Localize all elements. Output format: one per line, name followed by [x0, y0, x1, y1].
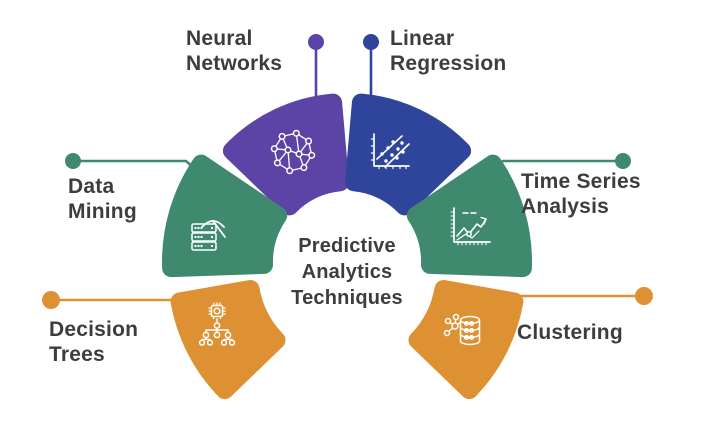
- cluster-database-icon: [443, 313, 481, 346]
- connector-linear-regression: [363, 34, 379, 102]
- label-linear-regression: Linear Regression: [390, 27, 507, 75]
- trend-chart-icon: [450, 207, 491, 246]
- connector-time-series: [486, 153, 631, 176]
- label-time-series-analysis: Time Series Analysis: [521, 170, 641, 218]
- connector-dot: [42, 291, 60, 309]
- label-clustering: Clustering: [517, 321, 623, 344]
- label-neural-networks: Neural Networks: [186, 27, 283, 75]
- pickaxe-database-icon: [191, 220, 226, 251]
- connector-dot: [308, 34, 324, 50]
- connector-dot: [65, 153, 81, 169]
- scatter-plot-icon: [370, 133, 410, 170]
- connector-data-mining: [65, 153, 204, 177]
- connector-dot: [615, 153, 631, 169]
- connector-dot: [635, 287, 653, 305]
- diagram-center-title: Predictive Analytics Techniques: [291, 235, 403, 309]
- segment-time-series-analysis: [406, 154, 532, 278]
- segment-neural-networks: [222, 93, 349, 216]
- connector-dot: [363, 34, 379, 50]
- segment-linear-regression: [345, 93, 472, 216]
- connector-neural-networks: [308, 34, 324, 102]
- neural-network-icon: [270, 129, 316, 175]
- connector-clustering: [516, 287, 653, 305]
- connector-decision-trees: [42, 291, 182, 309]
- decision-tree-icon: [198, 302, 236, 346]
- label-data-mining: Data Mining: [68, 175, 137, 223]
- label-decision-trees: Decision Trees: [49, 318, 139, 366]
